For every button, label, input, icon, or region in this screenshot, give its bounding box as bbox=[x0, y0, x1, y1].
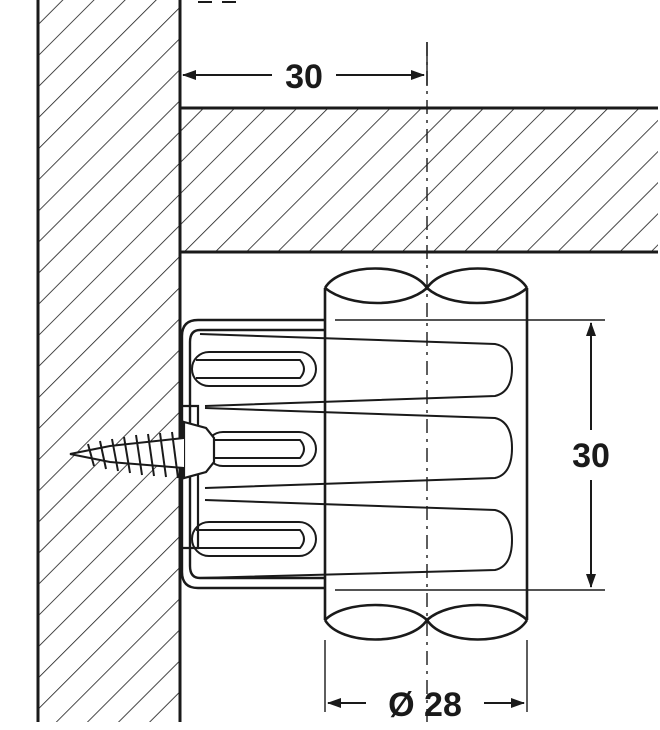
right-dimension-label: 30 bbox=[572, 437, 610, 475]
bottom-dimension: Ø 28 bbox=[324, 640, 528, 724]
screw bbox=[69, 420, 216, 480]
wall-panel bbox=[36, 0, 182, 722]
bottom-dimension-label: Ø 28 bbox=[388, 686, 462, 724]
right-dimension: 30 bbox=[335, 319, 610, 591]
connector-fins bbox=[199, 333, 514, 579]
connector-slots bbox=[191, 351, 317, 557]
connector-body bbox=[323, 267, 529, 641]
slot-top bbox=[191, 351, 317, 387]
top-dimension: 30 bbox=[182, 42, 428, 96]
fin-middle bbox=[204, 407, 514, 489]
fin-bottom bbox=[199, 499, 514, 579]
shelf-panel bbox=[180, 106, 658, 254]
screw-threads bbox=[87, 431, 179, 479]
screw-head bbox=[182, 420, 216, 480]
slot-middle bbox=[205, 431, 317, 467]
slot-bottom bbox=[191, 521, 317, 557]
fin-top bbox=[199, 333, 514, 407]
top-dimension-label: 30 bbox=[285, 58, 323, 96]
